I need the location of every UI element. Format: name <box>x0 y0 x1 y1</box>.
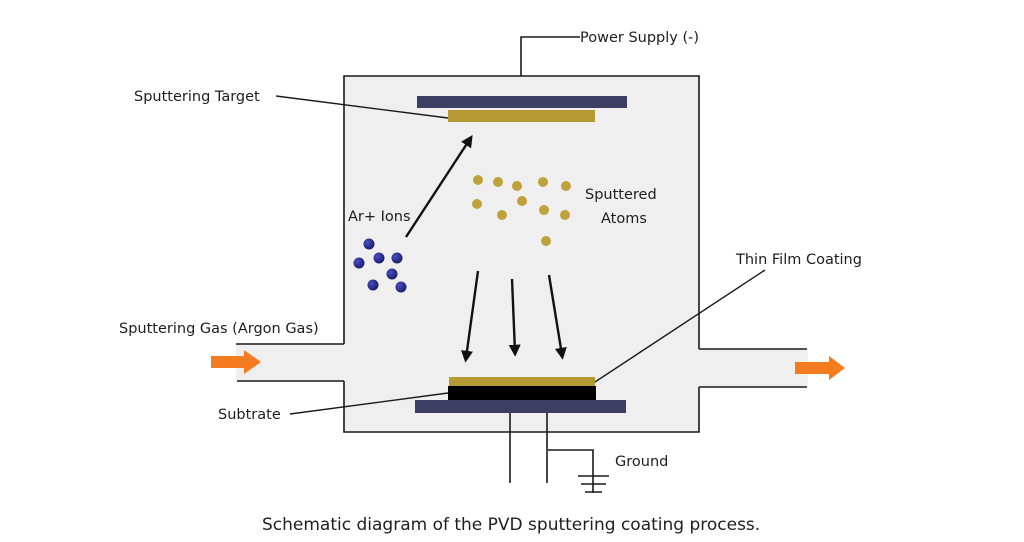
deposition-arrows <box>461 270 567 363</box>
sputtered-atom <box>512 181 522 191</box>
ar-ions-group <box>353 238 407 293</box>
thin-film-leader <box>594 269 766 383</box>
anode-plate <box>415 400 626 413</box>
sputtered-atoms-label-line1: Sputtered <box>585 187 657 203</box>
ar-ion <box>386 268 398 280</box>
ar-ions-label: Ar+ Ions <box>348 209 411 225</box>
sputtered-atom <box>497 210 507 220</box>
sputtered-atom <box>517 196 527 206</box>
substrate <box>448 386 596 400</box>
substrate-leader <box>289 392 449 415</box>
deposition-arrow <box>461 270 480 363</box>
ion-acceleration-arrow <box>404 134 473 238</box>
cathode-plate <box>417 96 627 108</box>
ar-ion <box>395 281 407 293</box>
gas-inflow-arrow-icon <box>211 350 261 374</box>
outlet-channel-fill <box>698 349 808 387</box>
power-supply-label: Power Supply (-) <box>580 30 699 46</box>
sputtered-atom <box>541 236 551 246</box>
power-supply-lead <box>520 36 580 76</box>
deposition-arrow <box>508 278 521 357</box>
sputtered-atom <box>473 175 483 185</box>
thin-film-coating-label: Thin Film Coating <box>735 252 862 268</box>
chamber-fill <box>344 76 699 432</box>
ar-ion <box>391 252 403 264</box>
ground-lead <box>548 449 594 493</box>
sputtered-atom <box>561 181 571 191</box>
gas-inlet <box>211 343 346 382</box>
sputtered-atom <box>560 210 570 220</box>
ground-wiring <box>509 413 609 493</box>
ar-ion <box>373 252 385 264</box>
gas-outlet <box>698 348 845 388</box>
sputtered-atom <box>539 205 549 215</box>
sputtering-target-leader <box>275 95 449 119</box>
thin-film-coating <box>449 377 595 386</box>
ground-label: Ground <box>615 454 668 470</box>
sputtered-atom <box>472 199 482 209</box>
sputtering-gas-label: Sputtering Gas (Argon Gas) <box>119 321 319 337</box>
gas-outflow-arrow-icon <box>795 356 845 380</box>
ground-symbol-icon <box>578 475 609 493</box>
sputtered-atom <box>538 177 548 187</box>
sputtered-atoms-group <box>472 175 571 246</box>
ar-ion <box>353 257 365 269</box>
sputtered-atoms-label-line2: Atoms <box>601 211 647 227</box>
ar-ion <box>367 279 379 291</box>
sputtered-atom <box>493 177 503 187</box>
sputtering-target <box>448 110 595 122</box>
substrate-label: Subtrate <box>218 407 281 423</box>
sputtering-target-label: Sputtering Target <box>134 89 260 105</box>
ar-ion <box>363 238 375 250</box>
deposition-arrow <box>547 274 567 360</box>
diagram-caption: Schematic diagram of the PVD sputtering … <box>262 515 760 535</box>
